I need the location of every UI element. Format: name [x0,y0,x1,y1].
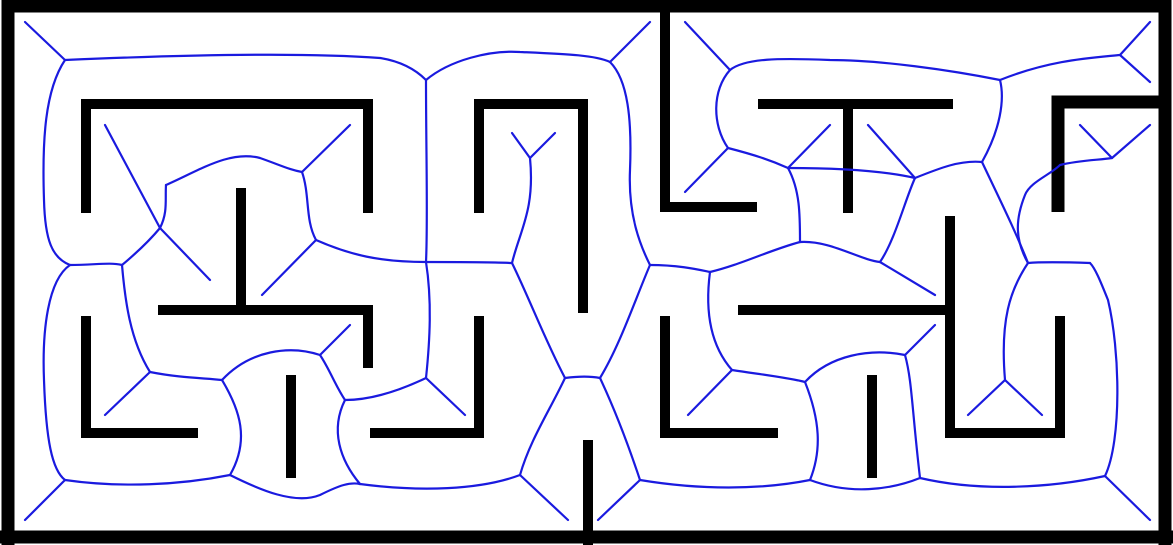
skeleton-path [638,478,812,489]
skeleton-path [878,260,937,297]
skeleton-path [686,368,734,417]
skeleton-path [120,226,162,267]
medial-axis-paths [23,20,1152,522]
skeleton-path [786,166,917,180]
skeleton-path [510,131,557,160]
skeleton-path [343,376,428,402]
skeleton-path [336,398,362,486]
skeleton-path [803,351,907,384]
skeleton-path [1118,20,1152,84]
skeleton-path [903,353,922,480]
skeleton-path [786,123,832,170]
skeleton-path [913,160,984,180]
skeleton-path [42,58,72,267]
skeleton-path [1026,261,1092,265]
skeleton-path [120,263,152,374]
skeleton-path [866,123,917,180]
skeleton-path [683,20,732,72]
wall-center-horizontal [158,305,373,368]
skeleton-path [103,370,152,417]
wall-left-l [81,316,198,438]
skeleton-path [424,50,612,82]
skeleton-path [707,270,734,372]
skeleton-path [980,78,1003,164]
skeleton-path [510,261,567,380]
skeleton-path [424,78,428,264]
skeleton-path [1078,123,1152,160]
skeleton-path [726,146,790,170]
wall-right-u [945,216,1065,438]
skeleton-path [1016,156,1114,265]
skeleton-path [808,476,922,491]
skeleton-path [598,376,642,482]
wall-center-divider-top [660,0,757,212]
skeleton-path [803,380,819,482]
skeleton-path [608,20,652,64]
skeleton-path [998,53,1122,82]
skeleton-path [318,323,352,357]
skeleton-path [596,478,642,522]
skeleton-path [598,263,652,380]
wall-u-shape [474,99,588,313]
skeleton-path [260,238,318,297]
skeleton-path [980,160,1030,265]
skeleton-path [918,474,1107,488]
skeleton-path [728,57,1002,82]
skeleton-path [683,146,730,194]
skeleton-path [158,226,212,282]
skeleton-path [23,20,67,62]
skeleton-path [424,260,514,265]
skeleton-path [518,473,570,522]
skeleton-path [358,473,522,490]
skeleton-path [220,378,243,477]
skeleton-path [228,473,362,500]
skeleton-path [103,123,162,230]
skeleton-path [164,155,304,187]
skeleton-path [158,183,168,230]
skeleton-path [220,349,322,382]
skeleton-path [63,53,428,82]
skeleton-path [314,238,428,264]
skeleton-path [300,170,318,242]
skeleton-path [903,323,937,357]
skeleton-path [300,123,352,174]
skeleton-path [518,376,567,477]
skeleton-path [708,240,802,274]
wall-top-left-bracket [81,99,373,213]
skeleton-path [510,156,533,265]
wall-bottom-l [370,316,484,438]
skeleton-path [148,370,224,382]
skeleton-path [730,368,807,384]
skeleton-path [1002,261,1030,382]
skeleton-path [966,378,1044,417]
skeleton-path [42,263,72,482]
skeleton-path [424,376,467,417]
skeleton-path [608,60,652,267]
skeleton-path [648,263,712,274]
skeleton-path [563,375,602,380]
skeleton-path [1103,474,1152,522]
skeleton-path [68,262,124,267]
skeleton-path [1088,261,1119,478]
skeleton-path [63,473,232,486]
skeleton-path [23,478,67,522]
wall-right-l [660,316,778,438]
skeleton-path [798,240,882,264]
skeleton-path [424,260,431,380]
skeleton-path [318,353,347,402]
skeleton-path [878,176,917,264]
skeleton-path [715,68,732,150]
skeleton-path [786,166,802,244]
